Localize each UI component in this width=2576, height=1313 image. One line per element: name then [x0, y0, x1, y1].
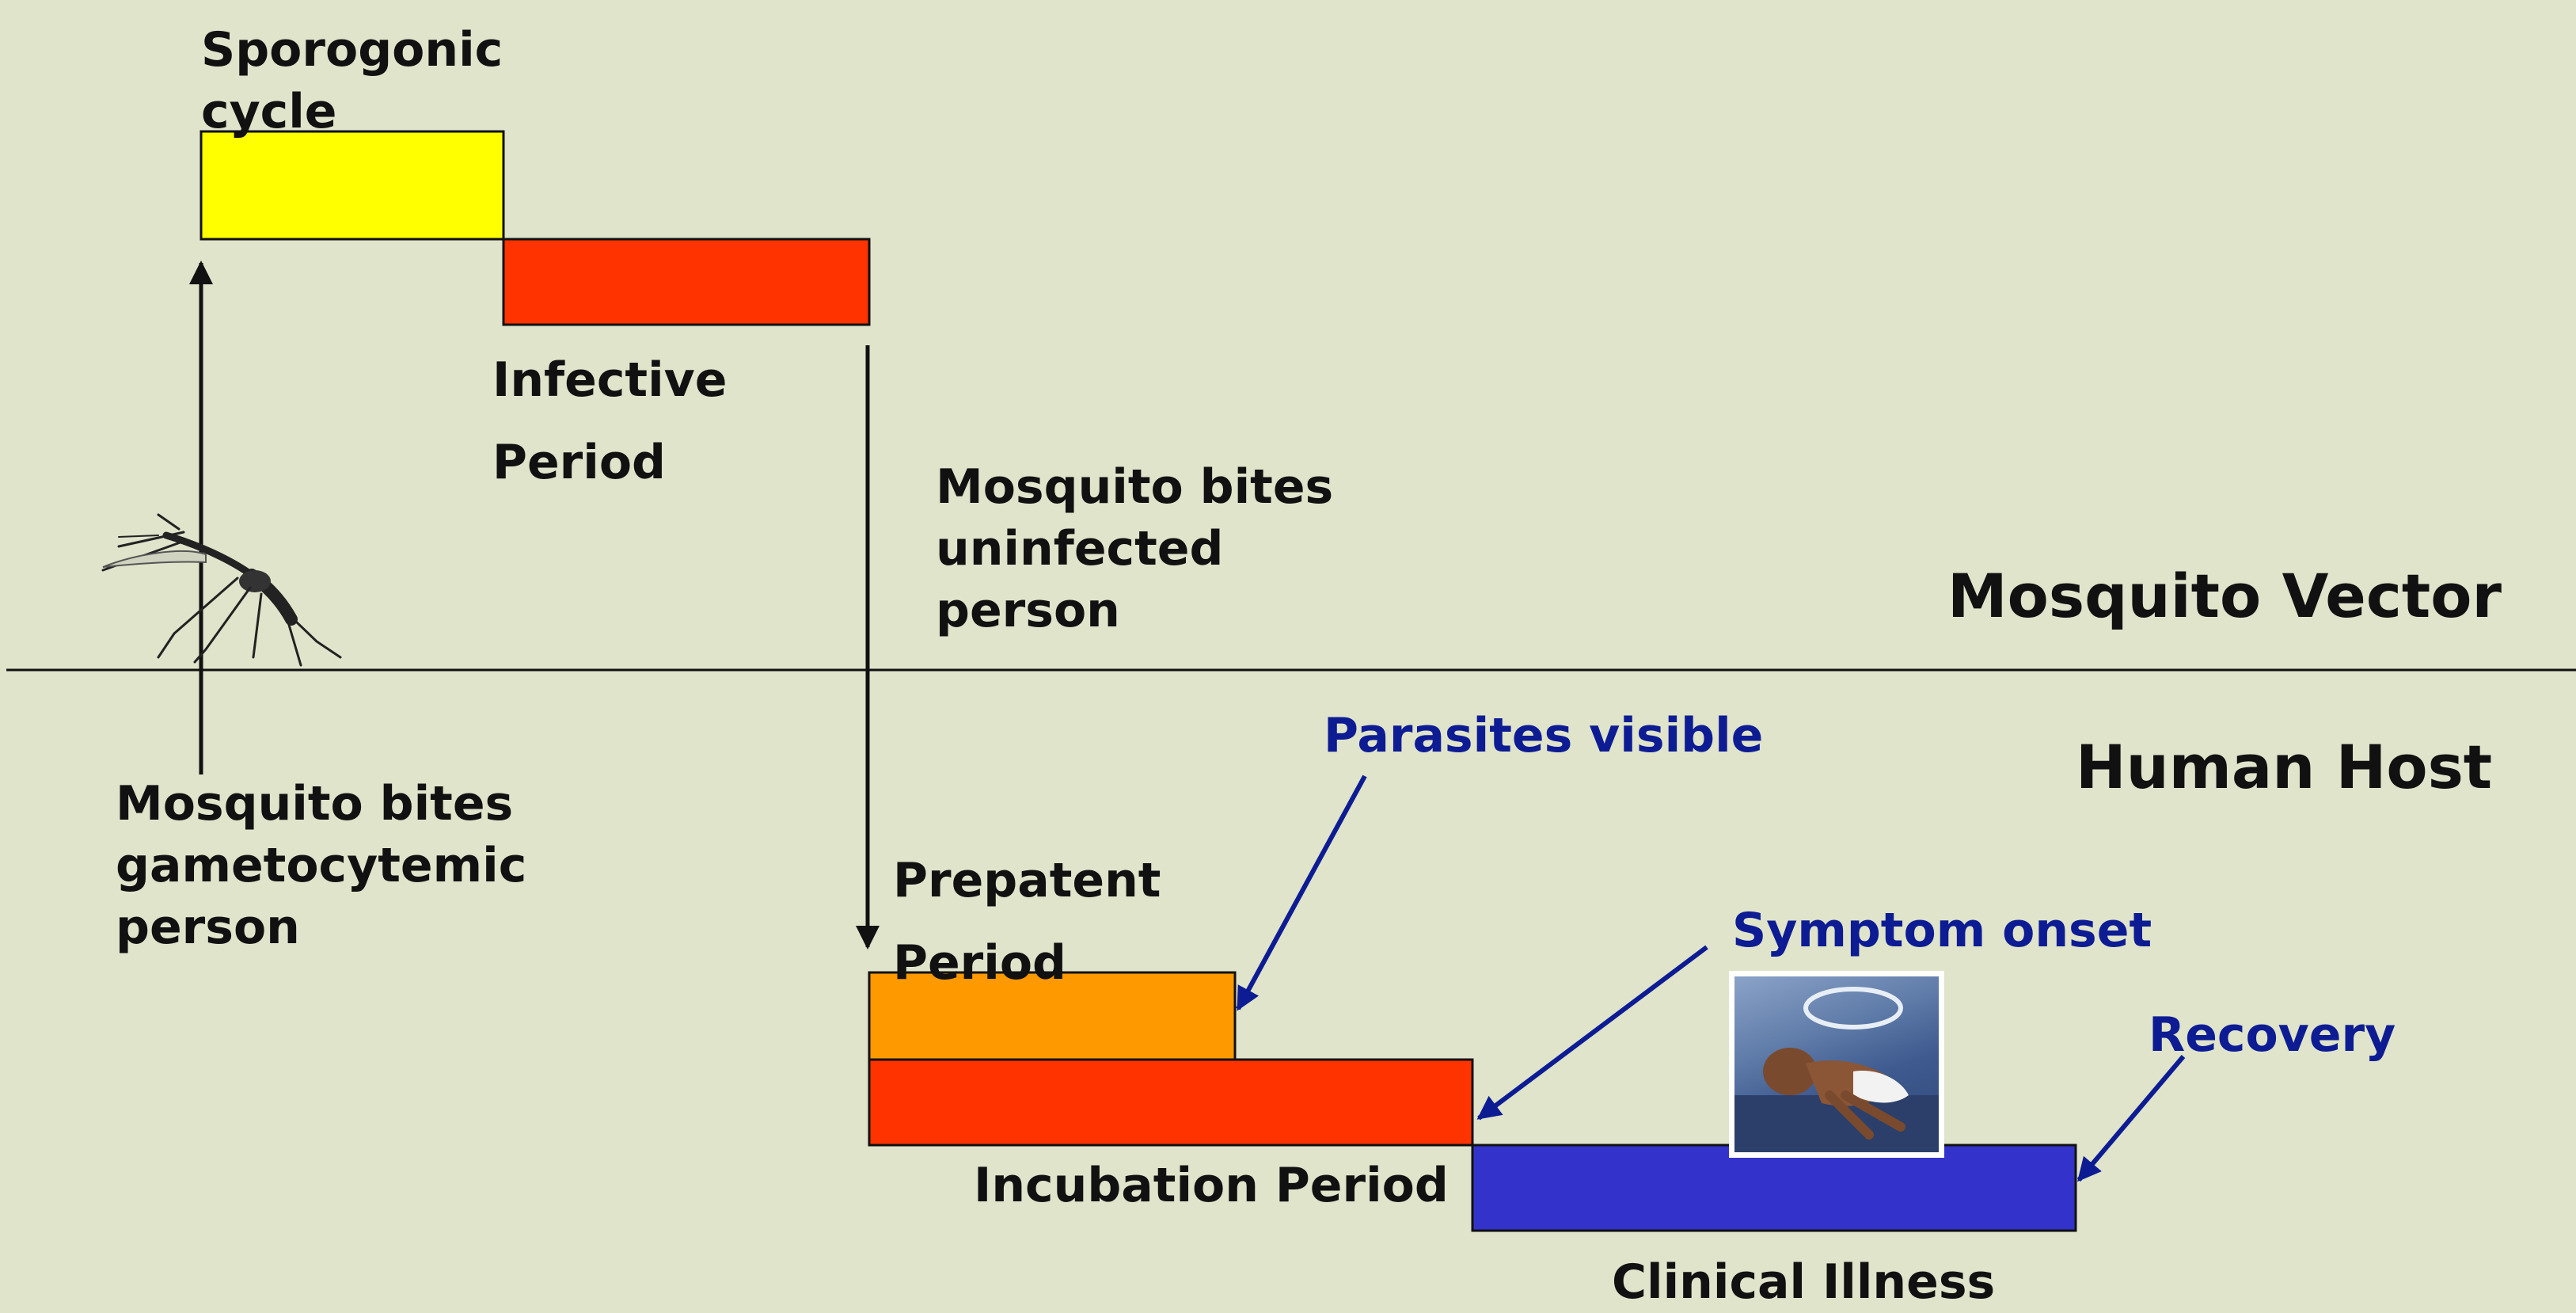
bites-gametocytemic-line-2: gametocytemic: [116, 835, 526, 896]
prepatent-period-label: Prepatent Period: [893, 839, 1161, 1004]
sporogonic-cycle-bar: [201, 131, 503, 239]
bites-uninfected-line-2: uninfected: [936, 518, 1333, 580]
infective-line-1: Infective: [492, 339, 727, 421]
sick-child-photo: [1729, 971, 1944, 1158]
clinical-illness-label: Clinical Illness: [1612, 1251, 1995, 1313]
sporogonic-line-1: Sporogonic: [201, 19, 503, 81]
infective-period-bar: [503, 239, 869, 325]
recovery-label: Recovery: [2149, 1004, 2396, 1066]
infective-line-2: Period: [492, 421, 727, 504]
sporogonic-line-2: cycle: [201, 81, 503, 143]
symptom-onset-label: Symptom onset: [1732, 900, 2152, 961]
bites-gametocytemic-label: Mosquito bites gametocytemic person: [116, 773, 526, 958]
clinical-illness-bar: [1472, 1145, 2076, 1231]
parasites-visible-arrow: [1238, 776, 1365, 1009]
incubation-period-bar: [869, 1060, 1472, 1145]
prepatent-line-1: Prepatent: [893, 839, 1161, 922]
prepatent-line-2: Period: [893, 922, 1161, 1004]
symptom-onset-arrow: [1479, 947, 1707, 1118]
infective-period-label: Infective Period: [492, 339, 727, 504]
bites-gametocytemic-line-3: person: [116, 896, 526, 958]
recovery-arrow: [2079, 1056, 2183, 1180]
sporogonic-cycle-label: Sporogonic cycle: [201, 19, 503, 143]
bites-gametocytemic-line-1: Mosquito bites: [116, 773, 526, 835]
mosquito-vector-region-label: Mosquito Vector: [1947, 561, 2502, 632]
mosquito-icon: [103, 515, 340, 665]
incubation-period-label: Incubation Period: [974, 1155, 1449, 1216]
parasites-visible-label: Parasites visible: [1324, 705, 1763, 767]
sick-child-photo-image: [1734, 976, 1939, 1152]
bites-uninfected-label: Mosquito bites uninfected person: [936, 456, 1333, 641]
child-figure: [1734, 976, 1939, 1152]
bites-uninfected-line-1: Mosquito bites: [936, 456, 1333, 518]
bites-uninfected-line-3: person: [936, 580, 1333, 641]
human-host-region-label: Human Host: [2076, 732, 2492, 803]
